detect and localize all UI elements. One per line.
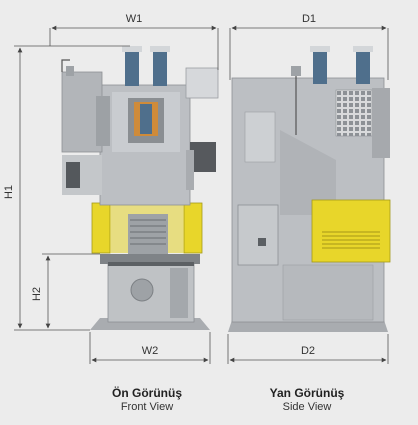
- front-die-lines: [130, 219, 166, 245]
- front-view-caption: Ön Görünüş Front View: [72, 386, 222, 414]
- h1-label: H1: [3, 185, 15, 199]
- front-air-pipe: [61, 59, 70, 72]
- front-right-drive: [190, 142, 216, 172]
- side-base-plate: [228, 320, 388, 332]
- side-cylinder-left: [313, 50, 327, 84]
- front-bolster: [100, 254, 200, 264]
- side-cylinder-left-cap: [310, 46, 330, 52]
- side-cylinder-right: [356, 50, 370, 84]
- front-cylinder-left: [125, 50, 139, 86]
- front-table-top: [108, 262, 194, 266]
- side-view-caption: Yan Görünüş Side View: [232, 386, 382, 414]
- front-air-valve: [66, 66, 74, 76]
- side-lower-column: [282, 264, 374, 321]
- front-view-title: Ön Görünüş: [112, 386, 182, 400]
- dimension-lines: [14, 25, 389, 364]
- side-throat: [280, 130, 336, 215]
- front-cylinder-right-cap: [150, 46, 170, 52]
- side-view: [228, 46, 391, 332]
- side-guard-slots: [322, 231, 380, 249]
- front-view: [61, 46, 219, 330]
- front-cylinder-left-cap: [122, 46, 142, 52]
- front-flywheel-hub: [130, 278, 154, 302]
- front-gear-center: [140, 104, 152, 134]
- front-cylinder-right: [153, 50, 167, 86]
- side-electrical-box: [237, 204, 279, 266]
- side-cylinders: [310, 46, 373, 84]
- front-side-column: [170, 268, 188, 318]
- side-view-subtitle: Side View: [282, 401, 332, 413]
- side-rear-cover: [372, 88, 390, 158]
- side-yellow-guard: [311, 199, 391, 263]
- side-air-valve: [291, 66, 301, 76]
- d2-label: D2: [301, 345, 315, 357]
- h2-label: H2: [31, 287, 43, 301]
- w1-label: W1: [126, 13, 143, 25]
- front-right-bracket: [186, 150, 194, 190]
- side-cylinder-right-cap: [353, 46, 373, 52]
- side-window-panel: [244, 111, 276, 163]
- front-top-panel: [185, 67, 219, 99]
- front-control-box: [61, 71, 103, 153]
- front-motor-dark: [66, 162, 80, 188]
- front-die-area: [128, 214, 168, 254]
- front-left-guard: [91, 202, 111, 254]
- side-switch: [258, 238, 266, 246]
- w2-label: W2: [142, 345, 159, 357]
- front-view-subtitle: Front View: [120, 401, 174, 413]
- d1-label: D1: [302, 13, 316, 25]
- side-view-title: Yan Görünüş: [269, 386, 345, 400]
- side-vent-grid: [335, 89, 373, 137]
- front-cylinders: [122, 46, 170, 86]
- front-belt-cover: [96, 96, 110, 146]
- front-right-guard: [183, 202, 203, 254]
